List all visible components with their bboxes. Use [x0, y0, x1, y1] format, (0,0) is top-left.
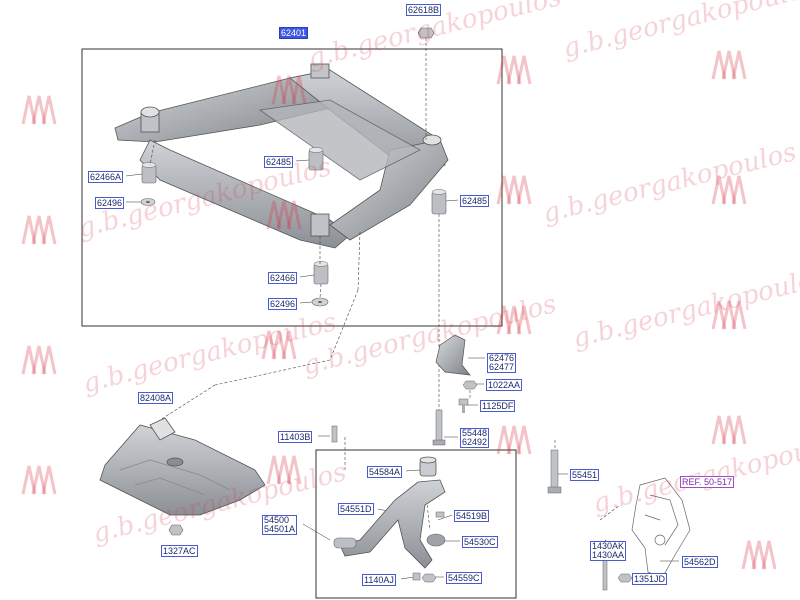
bolt-55451 [547, 449, 562, 494]
part-label-54562D[interactable]: 54562D [682, 556, 718, 568]
ref-label-50-517[interactable]: REF. 50-517 [680, 476, 735, 488]
bracket-62476 [435, 334, 471, 376]
nut-1140AJ [412, 572, 421, 581]
bolt-11403B [331, 425, 338, 443]
part-label-11403B[interactable]: 11403B [278, 431, 313, 443]
part-label-1327AC[interactable]: 1327AC [161, 545, 198, 557]
part-number: 62477 [489, 362, 515, 372]
part-number: 1430AA [592, 550, 625, 560]
part-label-62485[interactable]: 62485 [460, 195, 490, 207]
part-label-54559C[interactable]: 54559C [446, 572, 482, 584]
part-label-1125DF[interactable]: 1125DF [480, 400, 516, 412]
bushing-62466A [141, 162, 157, 184]
part-label-55451[interactable]: 55451 [570, 469, 600, 481]
part-number: 62476 [489, 353, 515, 363]
part-label-62466A[interactable]: 62466A [88, 171, 124, 183]
part-label-62496[interactable]: 62496 [95, 197, 125, 209]
part-label-55448-62492[interactable]: 55448 62492 [460, 428, 490, 448]
lower-control-arm [339, 456, 446, 569]
part-label-62496[interactable]: 62496 [268, 298, 298, 310]
part-label-62401[interactable]: 62401 [279, 27, 309, 39]
nut-1351JD [617, 573, 633, 583]
clip-1327AC [168, 524, 184, 536]
ball-joint-54530C [426, 533, 446, 547]
part-label-1430AK-1430AA[interactable]: 1430AK 1430AA [590, 541, 627, 561]
part-label-1140AJ[interactable]: 1140AJ [362, 574, 396, 586]
part-label-54530C[interactable]: 54530C [462, 536, 498, 548]
nut-1022AA [462, 380, 478, 390]
control-arm-group-box [315, 449, 517, 599]
nut-54559C [421, 573, 437, 583]
part-number: 55448 [462, 428, 488, 438]
bushing-54551D [333, 537, 357, 549]
part-number: 1430AK [592, 541, 625, 551]
part-label-62476-62477[interactable]: 62476 62477 [487, 353, 517, 373]
part-number: 54500 [264, 515, 290, 525]
bushing-62466 [313, 261, 329, 285]
bushing-62485-mid [308, 147, 324, 171]
part-number: 54501A [264, 524, 296, 534]
nut-62618B [417, 27, 435, 39]
part-label-1351JD[interactable]: 1351JD [632, 573, 668, 585]
part-label-54519B[interactable]: 54519B [454, 510, 490, 522]
part-label-54500-54501A[interactable]: 54500 54501A [262, 515, 298, 535]
washer-62496-lower [311, 297, 329, 307]
part-label-62618B[interactable]: 62618B [406, 4, 442, 16]
bolt-1125DF [458, 398, 469, 413]
part-label-54551D[interactable]: 54551D [338, 503, 374, 515]
part-label-62466[interactable]: 62466 [268, 272, 298, 284]
bolt-1430AK [602, 559, 608, 591]
part-label-54584A[interactable]: 54584A [367, 466, 403, 478]
bolt-55448 [432, 409, 446, 446]
front-subframe [114, 63, 449, 249]
subframe-group-box [81, 48, 503, 327]
bushing-62485-right [431, 189, 447, 215]
undercover-82408A [99, 417, 266, 516]
part-label-82408A[interactable]: 82408A [138, 392, 174, 404]
part-number: 62492 [462, 437, 488, 447]
part-label-62485[interactable]: 62485 [264, 156, 294, 168]
bolt-54519B [435, 511, 445, 518]
part-label-1022AA[interactable]: 1022AA [486, 379, 523, 391]
washer-62496-upper [140, 198, 156, 206]
